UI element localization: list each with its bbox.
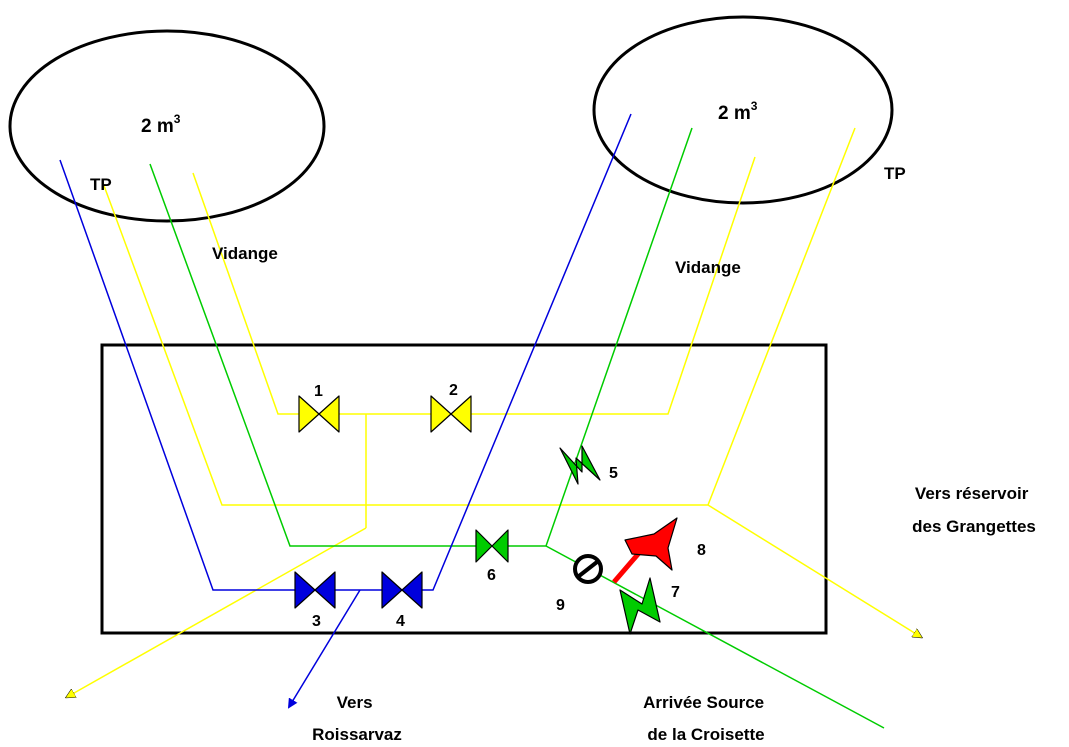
valve-3-label: 3 [312,613,321,630]
drain-outlet-pipe [67,527,367,697]
right-drain-label: Vidange [675,258,741,277]
right-tank [592,15,894,205]
valve-6[interactable] [475,529,509,563]
left-supply-pipe [149,127,693,547]
valve-1-label: 1 [314,383,323,400]
right-overflow-label: TP [884,164,906,183]
valve-5-label: 5 [609,465,618,482]
distribution-outlet-pipe [287,589,361,709]
right-tank-volume: 2 m3 [718,99,758,124]
drain-overflow-pipes [67,127,921,697]
valve-7[interactable] [619,577,661,635]
left-drain-pipe [192,156,756,415]
left-overflow-pipe [102,127,856,506]
valve-chamber [100,343,828,635]
valve-3[interactable] [294,571,336,609]
supply-pipes [149,127,885,729]
valve-2-label: 2 [449,382,458,399]
valve-7-label: 7 [671,584,680,601]
distribution-pipes [59,113,632,709]
valve-1[interactable] [298,395,340,433]
valve-6-label: 6 [487,567,496,584]
valve-9-label: 9 [556,597,565,614]
valve-9[interactable] [573,554,603,584]
valve-4[interactable] [381,571,423,609]
overflow-outlet-pipe [707,504,921,637]
valve-8-label: 8 [697,542,706,559]
valve-5[interactable] [559,445,601,485]
source-supply-pipe [545,545,885,729]
left-drain-label: Vidange [212,244,278,263]
source-label: Arrivée Source de la Croisette [643,693,769,744]
valve-8[interactable] [624,517,678,571]
roissarvaz-label: Vers Roissarvaz [312,693,402,744]
left-overflow-label: TP [90,175,112,194]
grangettes-label: Vers réservoir des Grangettes [912,484,1036,536]
distribution-main-pipe [59,113,632,591]
left-tank [8,29,326,223]
valve-4-label: 4 [396,613,405,630]
left-tank-volume: 2 m3 [141,112,181,137]
valve-2[interactable] [430,395,472,433]
